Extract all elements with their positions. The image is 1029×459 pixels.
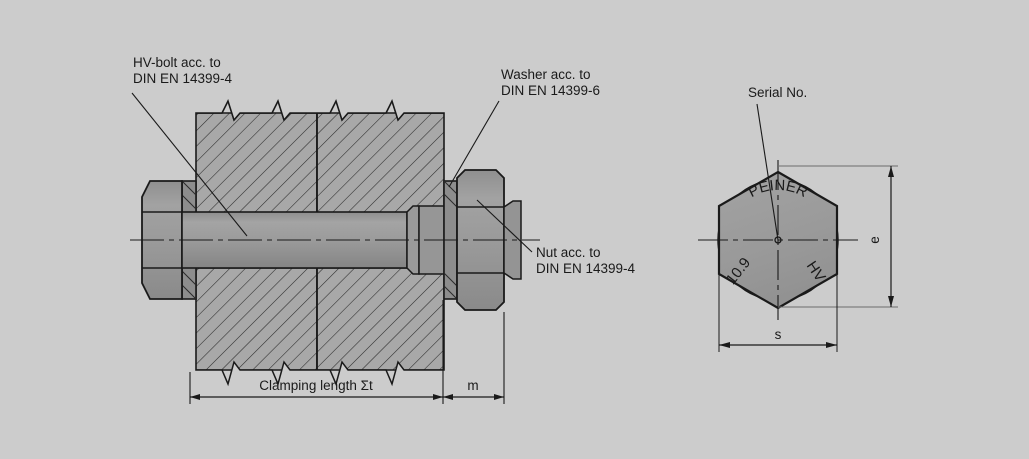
leader-washer — [448, 100, 500, 188]
plate-lower-right — [316, 267, 445, 371]
callout-serial-no-label: Serial No. — [748, 85, 807, 100]
dim-label-clamping-length: Clamping length Σt — [259, 378, 373, 393]
dim-label-e: e — [867, 236, 882, 244]
callout-washer-line1: Washer acc. to — [501, 67, 591, 82]
break-line-top-stroke — [196, 99, 444, 122]
washer-nut-hatch-2 — [443, 193, 458, 208]
callout-nut-line2: DIN EN 14399-4 — [536, 261, 636, 276]
dim-label-nut-height: m — [467, 378, 478, 393]
leader-nut — [476, 199, 533, 253]
dim-label-s: s — [775, 327, 782, 342]
washer-nut-hatch-3 — [443, 272, 458, 287]
head-dimensions: e s — [718, 165, 898, 352]
washer-nut-hatch-4 — [443, 285, 458, 300]
leader-hv-bolt — [131, 92, 248, 237]
callout-nut: Nut acc. to DIN EN 14399-4 — [476, 199, 636, 276]
break-line-bottom — [196, 360, 444, 387]
callout-hv-bolt: HV-bolt acc. to DIN EN 14399-4 — [131, 55, 248, 237]
arrow-e-bottom — [888, 296, 894, 307]
callout-washer-line2: DIN EN 14399-6 — [501, 83, 600, 98]
callout-hv-bolt-line2: DIN EN 14399-4 — [133, 71, 233, 86]
arrow-clamp-right — [433, 394, 443, 400]
arrow-m-right — [494, 394, 504, 400]
plate-upper-left — [195, 112, 318, 216]
washer-head-hatch-3 — [181, 270, 197, 286]
arrow-m-left — [443, 394, 453, 400]
washer-head-hatch-2 — [181, 194, 197, 210]
arrow-s-left — [719, 342, 730, 348]
bolt-assembly-section — [130, 96, 540, 392]
arrow-s-right — [826, 342, 837, 348]
callout-nut-line1: Nut acc. to — [536, 245, 601, 260]
arrow-e-top — [888, 166, 894, 177]
washer-nut-hatch-1 — [443, 180, 458, 195]
callout-hv-bolt-line1: HV-bolt acc. to — [133, 55, 221, 70]
assembly-dimensions: Clamping length Σt m — [189, 300, 505, 404]
callout-washer: Washer acc. to DIN EN 14399-6 — [448, 67, 600, 188]
washer-head-hatch-4 — [181, 284, 197, 300]
break-mask-top — [196, 96, 444, 120]
callout-serial-no: Serial No. — [748, 85, 807, 241]
leader-serial-no — [756, 103, 779, 241]
plate-upper-right — [316, 112, 445, 216]
break-mask-bottom — [196, 362, 444, 392]
washer-head-hatch-1 — [181, 180, 197, 196]
arrow-clamp-left — [190, 394, 200, 400]
plate-lower-left — [195, 267, 318, 371]
